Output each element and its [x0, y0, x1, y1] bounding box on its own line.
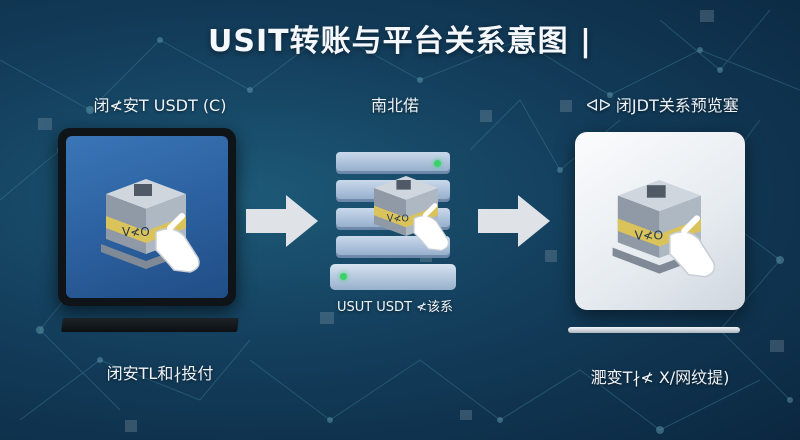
column-label-platform: 南北偌: [370, 96, 419, 115]
laptop-device: ᐯ≮O: [575, 132, 745, 310]
laptop-base: [568, 327, 740, 333]
page-title: USIT转账与平台关系意图 |: [208, 24, 592, 59]
svg-text:ᐯ≮O: ᐯ≮O: [122, 225, 150, 239]
server-base: [330, 264, 456, 290]
box-hand-icon: ᐯ≮O: [374, 176, 449, 252]
tablet-screen: ᐯ≮O: [66, 136, 228, 298]
svg-text:ᐯ≮O: ᐯ≮O: [387, 214, 410, 225]
tablet-device: ᐯ≮O: [58, 128, 236, 306]
status-led-icon: [434, 160, 441, 167]
column-label-destination: ᐊᐅ 闭JDT关系预览塞: [586, 96, 739, 115]
tablet-stand: [61, 318, 239, 332]
server-unit: [336, 152, 450, 174]
box-hand-icon: ᐯ≮O: [101, 179, 200, 273]
arrow-right-icon: [478, 195, 550, 247]
caption-source: 闭安TL和∤投付: [106, 364, 214, 383]
server-device: ᐯ≮O: [330, 152, 456, 292]
caption-destination: 淝变T∤≮ X/网纹提): [590, 368, 730, 387]
arrow-right-icon: [246, 195, 318, 247]
caption-platform: USUT USDT ≮该系: [336, 300, 454, 315]
svg-text:ᐯ≮O: ᐯ≮O: [634, 227, 663, 242]
column-label-source: 闭≮安T USDT (C): [93, 96, 227, 115]
box-hand-icon: ᐯ≮O: [612, 180, 716, 278]
status-led-icon: [340, 273, 347, 280]
